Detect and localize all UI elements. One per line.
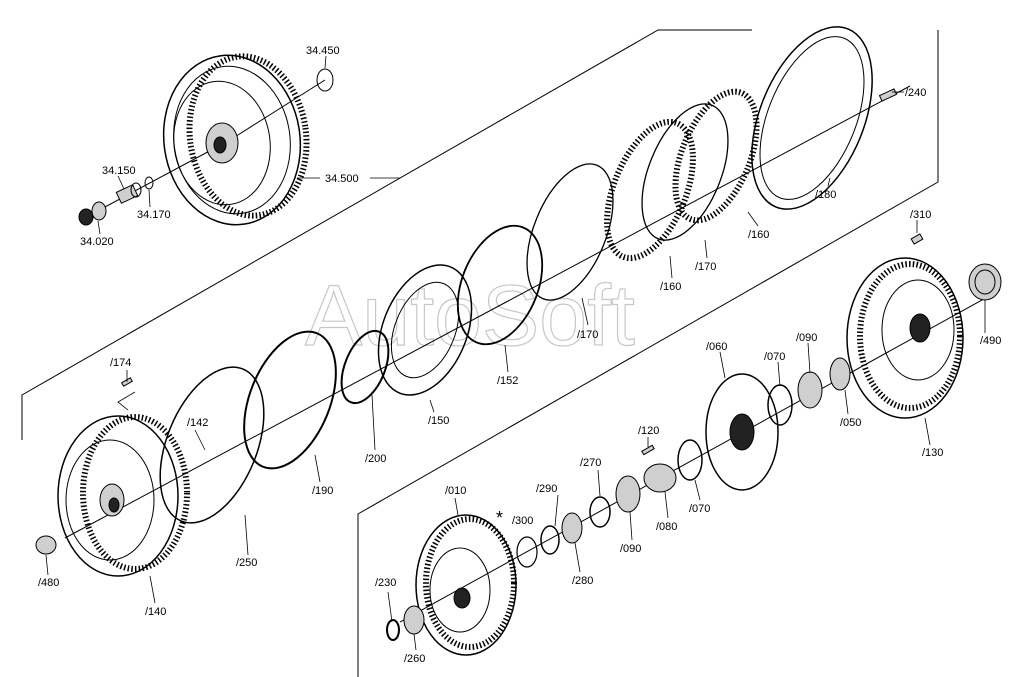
label-170-a: /170 — [695, 261, 716, 273]
label-142: /142 — [187, 417, 208, 429]
bearing-090-top — [797, 371, 823, 409]
label-080: /080 — [656, 521, 677, 533]
sleeve-490 — [968, 263, 1002, 301]
assembly-axis — [64, 79, 1001, 623]
stator-060 — [705, 373, 779, 491]
ring-070-bottom — [677, 439, 703, 481]
leader-lines — [45, 55, 986, 651]
freewheel-080 — [643, 463, 677, 493]
label-240: /240 — [905, 87, 926, 99]
bolt-34150 — [115, 182, 142, 204]
label-160-b: /160 — [660, 281, 681, 293]
label-290: /290 — [536, 483, 557, 495]
turbine-010 — [415, 514, 517, 656]
pin-120 — [641, 444, 655, 456]
label-180: /180 — [815, 189, 836, 201]
label-120: /120 — [638, 425, 659, 437]
ring-300 — [516, 536, 538, 568]
ring-190 — [243, 330, 337, 470]
label-34020: 34.020 — [80, 236, 114, 248]
label-090-b: /090 — [620, 543, 641, 555]
screw-34020 — [78, 201, 107, 226]
label-070-b: /070 — [689, 503, 710, 515]
label-280: /280 — [572, 575, 593, 587]
frame-lines — [21, 29, 939, 677]
label-480: /480 — [38, 577, 59, 589]
label-070-a: /070 — [764, 351, 785, 363]
label-200: /200 — [365, 453, 386, 465]
label-34500: 34.500 — [325, 173, 359, 185]
bearing-090-bottom — [615, 475, 641, 513]
label-34170: 34.170 — [137, 209, 171, 221]
label-34450: 34.450 — [306, 45, 340, 57]
label-140: /140 — [145, 606, 166, 618]
label-310: /310 — [910, 209, 931, 221]
piston-150 — [377, 264, 473, 396]
label-174: /174 — [110, 357, 131, 369]
ring-070-top — [767, 384, 793, 426]
label-170-b: /170 — [577, 329, 598, 341]
label-010: /010 — [445, 485, 466, 497]
washer-050 — [829, 357, 851, 391]
label-130: /130 — [922, 447, 943, 459]
ring-180 — [751, 26, 873, 210]
impeller-130 — [846, 257, 964, 419]
label-300: /300 — [512, 515, 533, 527]
label-150: /150 — [428, 415, 449, 427]
label-270: /270 — [580, 457, 601, 469]
converter-assembly-bottom — [57, 414, 190, 577]
disc-160-top — [672, 88, 760, 224]
ring-250 — [159, 366, 265, 524]
label-190: /190 — [312, 485, 333, 497]
washer-280 — [561, 512, 583, 544]
ring-200 — [340, 329, 390, 405]
converter-assembly-top — [162, 53, 310, 226]
cap-480 — [35, 535, 57, 555]
label-230: /230 — [375, 577, 396, 589]
asterisk-marker: * — [496, 508, 503, 528]
disc-170-mid — [526, 163, 614, 301]
label-050: /050 — [840, 417, 861, 429]
o-ring-34450 — [316, 68, 334, 92]
circlip-230 — [386, 619, 400, 641]
label-260: /260 — [404, 653, 425, 665]
ring-290 — [540, 525, 560, 555]
watermark: AutoSoft — [305, 268, 635, 364]
label-250: /250 — [236, 557, 257, 569]
label-152: /152 — [497, 375, 518, 387]
label-060: /060 — [706, 341, 727, 353]
screw-240 — [878, 88, 898, 102]
bearing-260 — [403, 605, 425, 635]
part-labels: 34.450 34.500 34.150 34.170 34.020 /240 … — [38, 45, 1001, 665]
seal-152 — [456, 224, 544, 346]
label-490: /490 — [980, 335, 1001, 347]
washer-34170 — [144, 176, 154, 190]
ring-270 — [589, 496, 611, 528]
label-160-a: /160 — [748, 229, 769, 241]
label-34150: 34.150 — [102, 165, 136, 177]
screw-310 — [910, 233, 924, 245]
disc-170-top — [641, 103, 729, 241]
label-090-a: /090 — [796, 332, 817, 344]
disc-160-mid — [604, 118, 696, 262]
